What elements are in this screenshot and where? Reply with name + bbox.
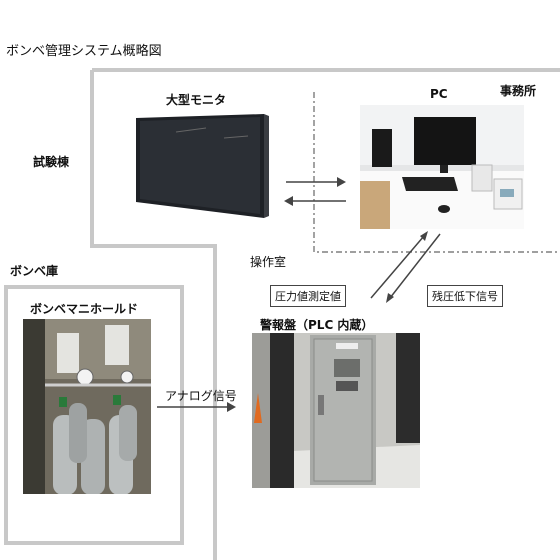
area-label-test-building: 試験棟 [33,155,70,169]
device-label-cylinder-manifold: ボンベマニホールド [30,302,139,316]
signal-label-analog: アナログ信号 [165,389,237,403]
cylinder-storage-outline [4,285,184,545]
area-label-cylinder-storage: ボンベ庫 [10,264,59,278]
device-label-large-monitor: 大型モニタ [166,93,227,107]
large-monitor-image [136,114,269,218]
diagram-title: ボンベ管理システム概略図 [6,44,162,59]
arrow-pc-to-panel [389,233,441,299]
arrow-panel-to-pc [370,235,425,299]
device-label-alarm-panel: 警報盤（PLC 内蔵） [260,318,374,332]
alarm-panel-image [252,333,420,488]
signal-label-pressure-measurement: 圧力値測定値 [270,285,346,307]
office-dashed-outline [313,92,560,253]
area-label-operation-room: 操作室 [250,255,287,269]
test-building-left [90,70,217,560]
area-label-office: 事務所 [500,84,537,98]
cylinder-manifold-image [23,319,151,494]
device-label-pc: PC [430,87,448,101]
signal-label-low-residual-pressure: 残圧低下信号 [427,285,503,307]
pc-image [360,105,524,229]
